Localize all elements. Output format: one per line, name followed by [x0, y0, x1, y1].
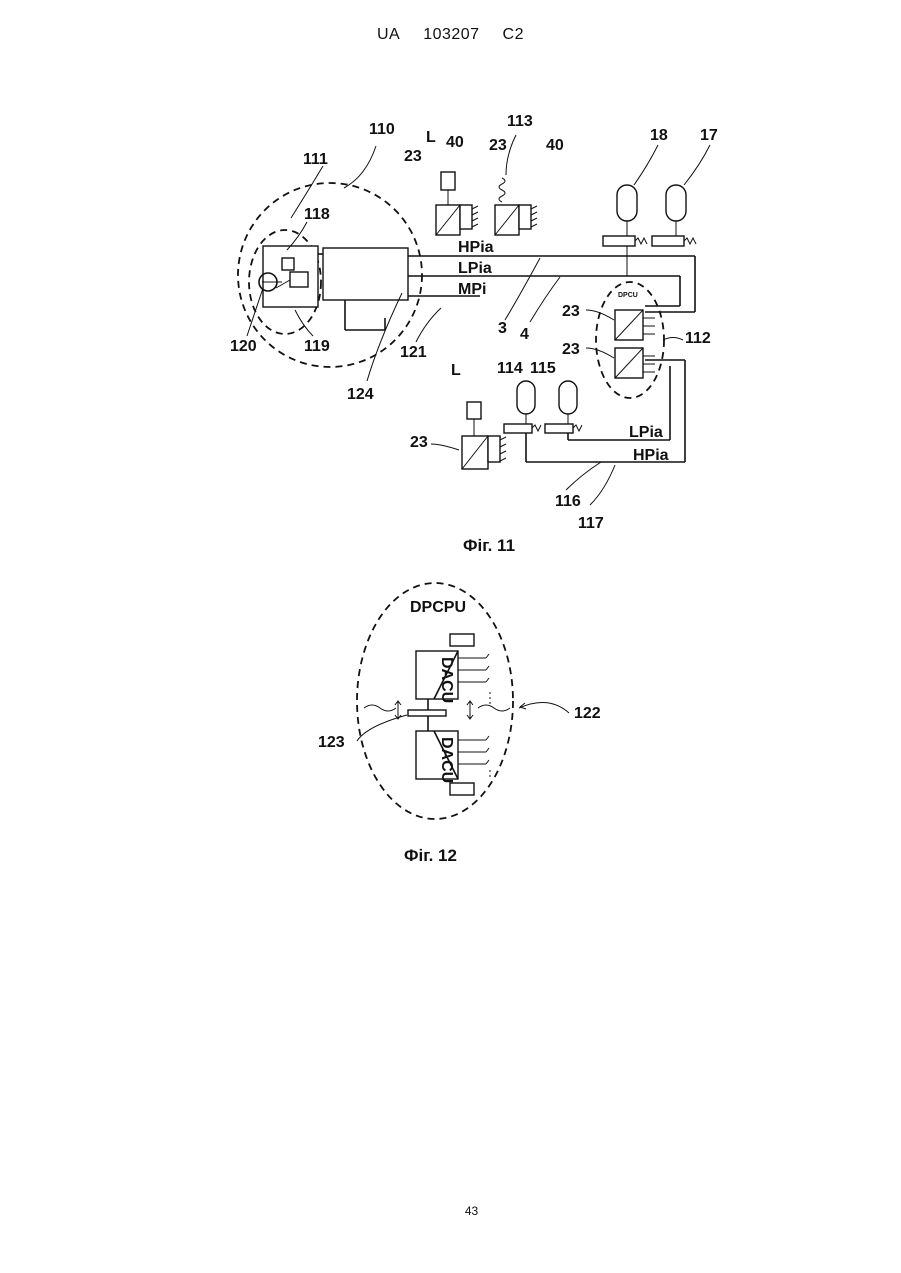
- ref-23-e: 23: [410, 434, 428, 451]
- sub-box-a: [282, 258, 294, 270]
- label-hpia-2: HPia: [633, 447, 669, 464]
- label-dpcpu: DPCPU: [410, 599, 466, 616]
- ref-121: 121: [400, 344, 427, 361]
- ref-115: 115: [530, 360, 556, 377]
- ref-122: 122: [574, 705, 601, 722]
- page-number: 43: [0, 1204, 901, 1218]
- ref-114: 114: [497, 360, 523, 377]
- ref-17: 17: [700, 127, 718, 144]
- ref-124: 124: [347, 386, 374, 403]
- label-lpia-2: LPia: [629, 424, 663, 441]
- ref-119: 119: [304, 338, 330, 355]
- ref-110: 110: [369, 121, 395, 138]
- figure-11: DPCU: [230, 113, 718, 555]
- ref-120: 120: [230, 338, 257, 355]
- ref-117: 117: [578, 515, 604, 532]
- sub-box-b: [290, 272, 308, 287]
- ref-L-b: L: [451, 362, 461, 379]
- label-mpi: MPi: [458, 281, 486, 298]
- main-unit-124: [323, 248, 408, 300]
- figure-12: DPCPU DACU DACU 122 123 Фіг. 12: [318, 583, 601, 865]
- ref-3: 3: [498, 320, 507, 337]
- label-lpia: LPia: [458, 260, 492, 277]
- ref-116: 116: [555, 493, 581, 510]
- dpcpu-boundary-122: [357, 583, 513, 819]
- ref-113: 113: [507, 113, 533, 130]
- ref-123: 123: [318, 734, 345, 751]
- leader-123: [357, 715, 407, 741]
- valve-group-113: [436, 172, 537, 235]
- label-dacu-lower: DACU: [438, 737, 455, 783]
- ref-23-b: 23: [489, 137, 507, 154]
- caption-fig-11: Фіг. 11: [463, 536, 515, 555]
- ref-40-b: 40: [546, 137, 564, 154]
- label-dacu-upper: DACU: [438, 657, 455, 703]
- ref-112: 112: [685, 330, 711, 347]
- ref-111: 111: [303, 151, 328, 168]
- accumulators-top: [603, 185, 696, 276]
- caption-fig-12: Фіг. 12: [404, 846, 457, 865]
- ref-4: 4: [520, 326, 529, 343]
- label-hpia: HPia: [458, 239, 494, 256]
- ref-23-d: 23: [562, 341, 580, 358]
- ref-118: 118: [304, 206, 330, 223]
- label-dpcu: DPCU: [618, 292, 638, 299]
- ref-18: 18: [650, 127, 668, 144]
- leader-122: [519, 703, 569, 713]
- ref-23-a: 23: [404, 148, 422, 165]
- ref-23-c: 23: [562, 303, 580, 320]
- lower-actuator: [462, 402, 506, 469]
- ref-L-a: L: [426, 129, 436, 146]
- ref-40-a: 40: [446, 134, 464, 151]
